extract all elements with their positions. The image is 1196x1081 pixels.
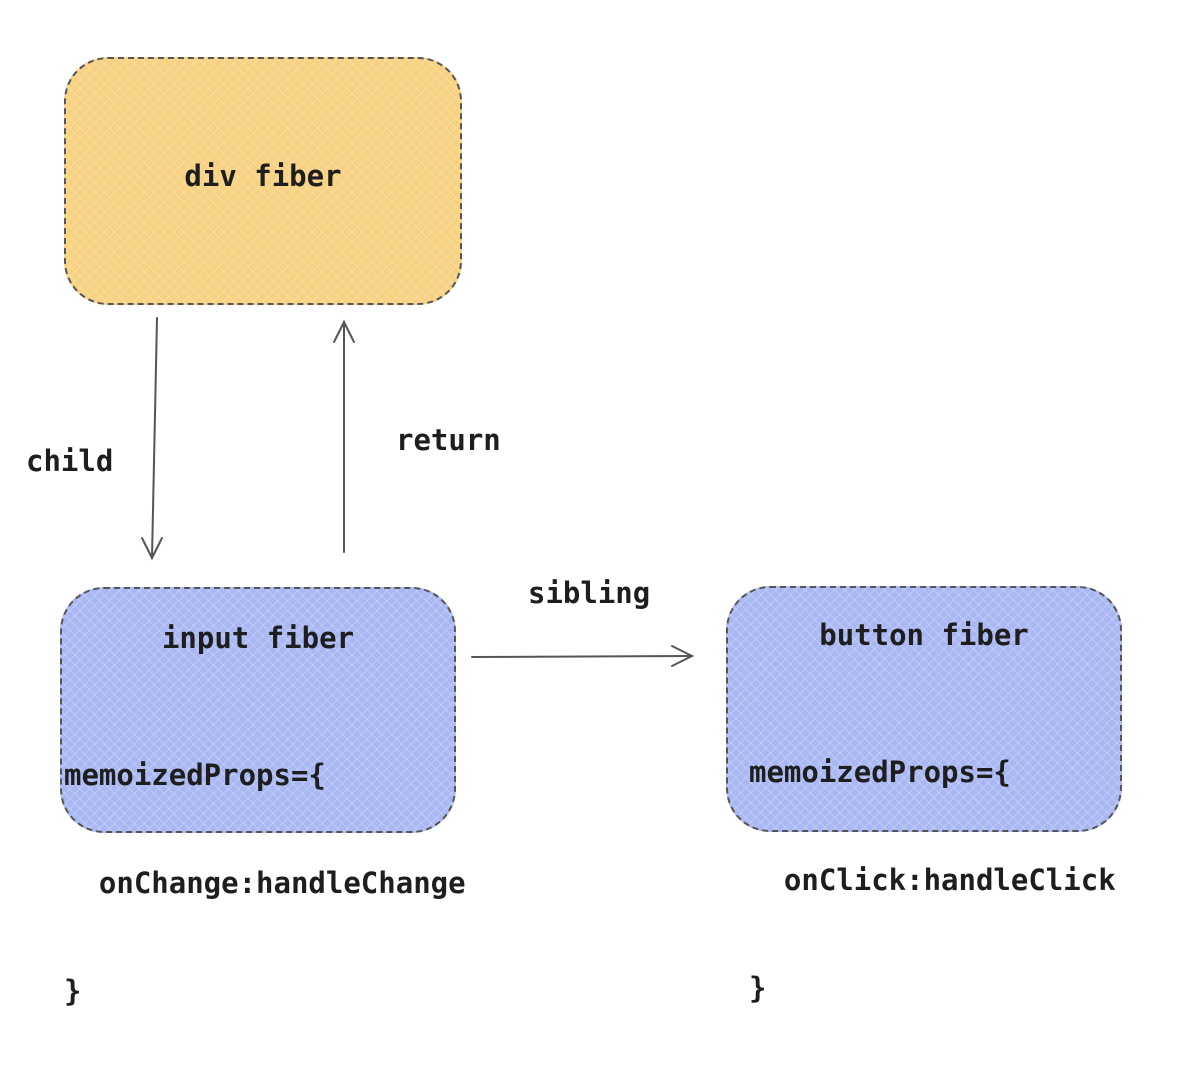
button-props-entry: onClick:handleClick (749, 863, 1116, 897)
input-props-close: } (64, 974, 82, 1008)
input-fiber-node: input fiber memoizedProps={ onChange:han… (60, 587, 466, 1008)
div-fiber-node: div fiber (64, 57, 462, 305)
return-arrow (333, 319, 355, 553)
input-memoized-props: memoizedProps={ onChange:handleChange } (64, 685, 466, 1081)
button-props-open: memoizedProps={ (749, 755, 1011, 789)
child-edge-label: child (26, 444, 114, 478)
sibling-arrow (471, 645, 695, 667)
sibling-edge-label: sibling (528, 576, 651, 610)
child-arrow (141, 317, 163, 561)
button-fiber-label: button fiber (819, 618, 1029, 652)
button-props-close: } (749, 971, 767, 1005)
input-props-open: memoizedProps={ (64, 758, 326, 792)
input-props-entry: onChange:handleChange (64, 866, 466, 900)
button-fiber-node: button fiber memoizedProps={ onClick:han… (726, 586, 1122, 1005)
div-fiber-label: div fiber (184, 159, 342, 193)
input-fiber-label: input fiber (161, 621, 355, 655)
return-edge-label: return (396, 423, 501, 457)
edges-layer (141, 317, 695, 667)
button-memoized-props: memoizedProps={ onClick:handleClick } (749, 682, 1116, 1078)
